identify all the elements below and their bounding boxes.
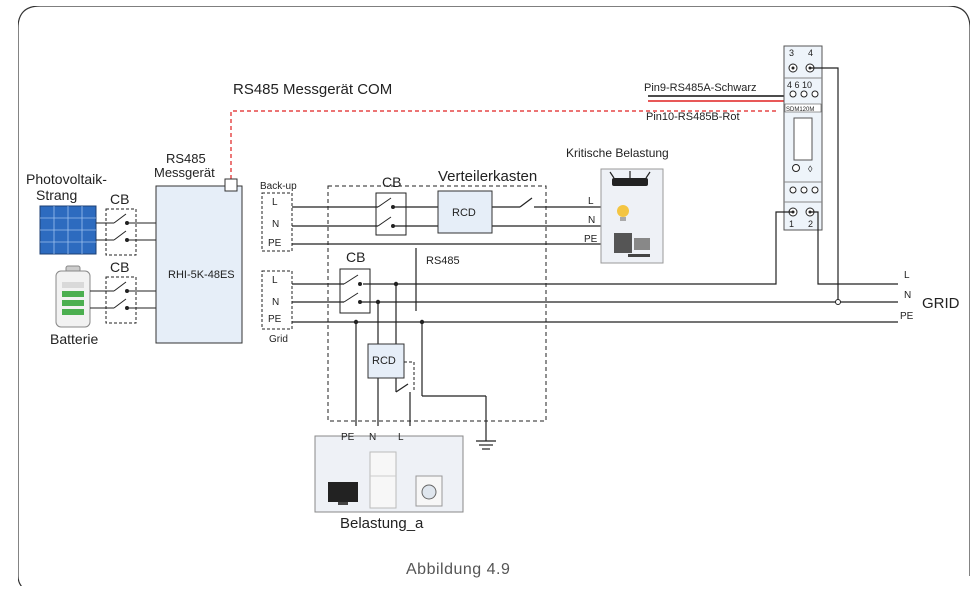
pin10-label: Pin10-RS485B-Rot <box>646 111 740 123</box>
critical-load-box <box>600 168 664 264</box>
grid-junction-l <box>393 281 399 287</box>
backup-cb-label: CB <box>382 174 401 190</box>
pv-label-line2: Strang <box>36 187 77 203</box>
pin9-label: Pin9-RS485A-Schwarz <box>644 82 757 94</box>
grid-cb-switch <box>343 274 362 304</box>
grid-n-label: N <box>272 297 279 308</box>
battery-label: Batterie <box>50 331 98 347</box>
critical-load-label: Kritische Belastung <box>566 146 669 160</box>
critical-pe-label: PE <box>584 234 598 245</box>
backup-l-label: L <box>272 197 278 208</box>
load-pe-label: PE <box>341 432 355 443</box>
rs485-com-label: RS485 Messgerät COM <box>233 81 392 98</box>
battery-icon <box>55 265 91 328</box>
grid-n: N <box>904 290 911 301</box>
pv-cb-label: CB <box>110 191 129 207</box>
svg-text:4: 4 <box>808 48 813 58</box>
critical-l-label: L <box>588 196 594 207</box>
grid-port-label: Grid <box>269 334 288 345</box>
grid-junction-pe2 <box>419 319 425 325</box>
grid-junction-pe <box>353 319 359 325</box>
backup-cb-box <box>375 192 407 236</box>
bat-cb-switch <box>90 281 156 310</box>
figure-caption: Abbildung 4.9 <box>406 561 510 578</box>
grid-l: L <box>904 270 910 281</box>
meter-l-out <box>363 211 793 285</box>
svg-text:3: 3 <box>789 48 794 58</box>
backup-wiring <box>292 197 601 245</box>
svg-text:1: 1 <box>789 219 794 229</box>
inverter-label: RHI-5K-48ES <box>168 269 235 281</box>
distribution-box <box>327 185 547 422</box>
load-rcd-label: RCD <box>372 355 396 367</box>
svg-text:2: 2 <box>808 219 813 229</box>
svg-text:4 6 10: 4 6 10 <box>787 80 812 90</box>
frame-border-bottom <box>18 28 22 586</box>
frame-border <box>18 6 970 576</box>
backup-label: Back-up <box>260 181 297 192</box>
rs485-port-label2: Messgerät <box>154 165 215 180</box>
grid-wiring <box>292 283 898 441</box>
grid-pe: PE <box>900 311 914 322</box>
meter-l-in <box>810 67 839 302</box>
energy-meter: 3 4 4 6 10 SDM120M ◊ 1 2 <box>783 45 823 231</box>
fridge-icon <box>369 451 397 509</box>
ground-icon <box>476 440 496 450</box>
backup-terminal <box>261 192 293 252</box>
critical-n-label: N <box>588 215 595 226</box>
pv-cb-switch <box>96 213 156 242</box>
inverter-box <box>155 185 243 344</box>
rs485-port-label1: RS485 <box>166 151 206 166</box>
washing-machine-icon <box>415 475 443 507</box>
rs485-com-line <box>230 110 778 179</box>
load-n-label: N <box>369 432 376 443</box>
pv-panel-icon <box>39 205 97 255</box>
load-rcd-test <box>404 361 415 392</box>
grid-terminal <box>261 270 293 330</box>
backup-cb-switch <box>377 197 395 228</box>
grid-l-label: L <box>272 275 278 286</box>
meter-l-grid <box>810 211 898 285</box>
load-label: Belastung_a <box>340 515 424 532</box>
load-rcd <box>367 343 405 379</box>
wiring-diagram: RS485 Messgerät COM Pin9-RS485A-Schwarz … <box>18 6 970 586</box>
bat-cb-label: CB <box>110 259 129 275</box>
grid-pe-label: PE <box>268 314 282 325</box>
load-l-label: L <box>398 432 404 443</box>
backup-pe-label: PE <box>268 238 282 249</box>
grid-junction-n <box>375 299 381 305</box>
backup-n-label: N <box>272 219 279 230</box>
distribution-box-label: Verteilerkasten <box>438 168 537 185</box>
grid-cb-label: CB <box>346 249 365 265</box>
grid-label: GRID <box>922 295 960 312</box>
grid-junction-meter <box>835 299 841 305</box>
pv-cb-box <box>105 208 137 256</box>
backup-rcd <box>437 190 493 234</box>
rs485-port <box>224 178 238 192</box>
tv-icon <box>328 482 358 505</box>
rs485-label: RS485 <box>426 255 460 267</box>
svg-text:SDM120M: SDM120M <box>786 107 814 113</box>
backup-rcd-label: RCD <box>452 207 476 219</box>
svg-text:◊: ◊ <box>808 164 813 174</box>
bat-cb-box <box>105 276 137 324</box>
grid-cb-box <box>339 268 371 314</box>
pv-label-line1: Photovoltaik- <box>26 171 107 187</box>
